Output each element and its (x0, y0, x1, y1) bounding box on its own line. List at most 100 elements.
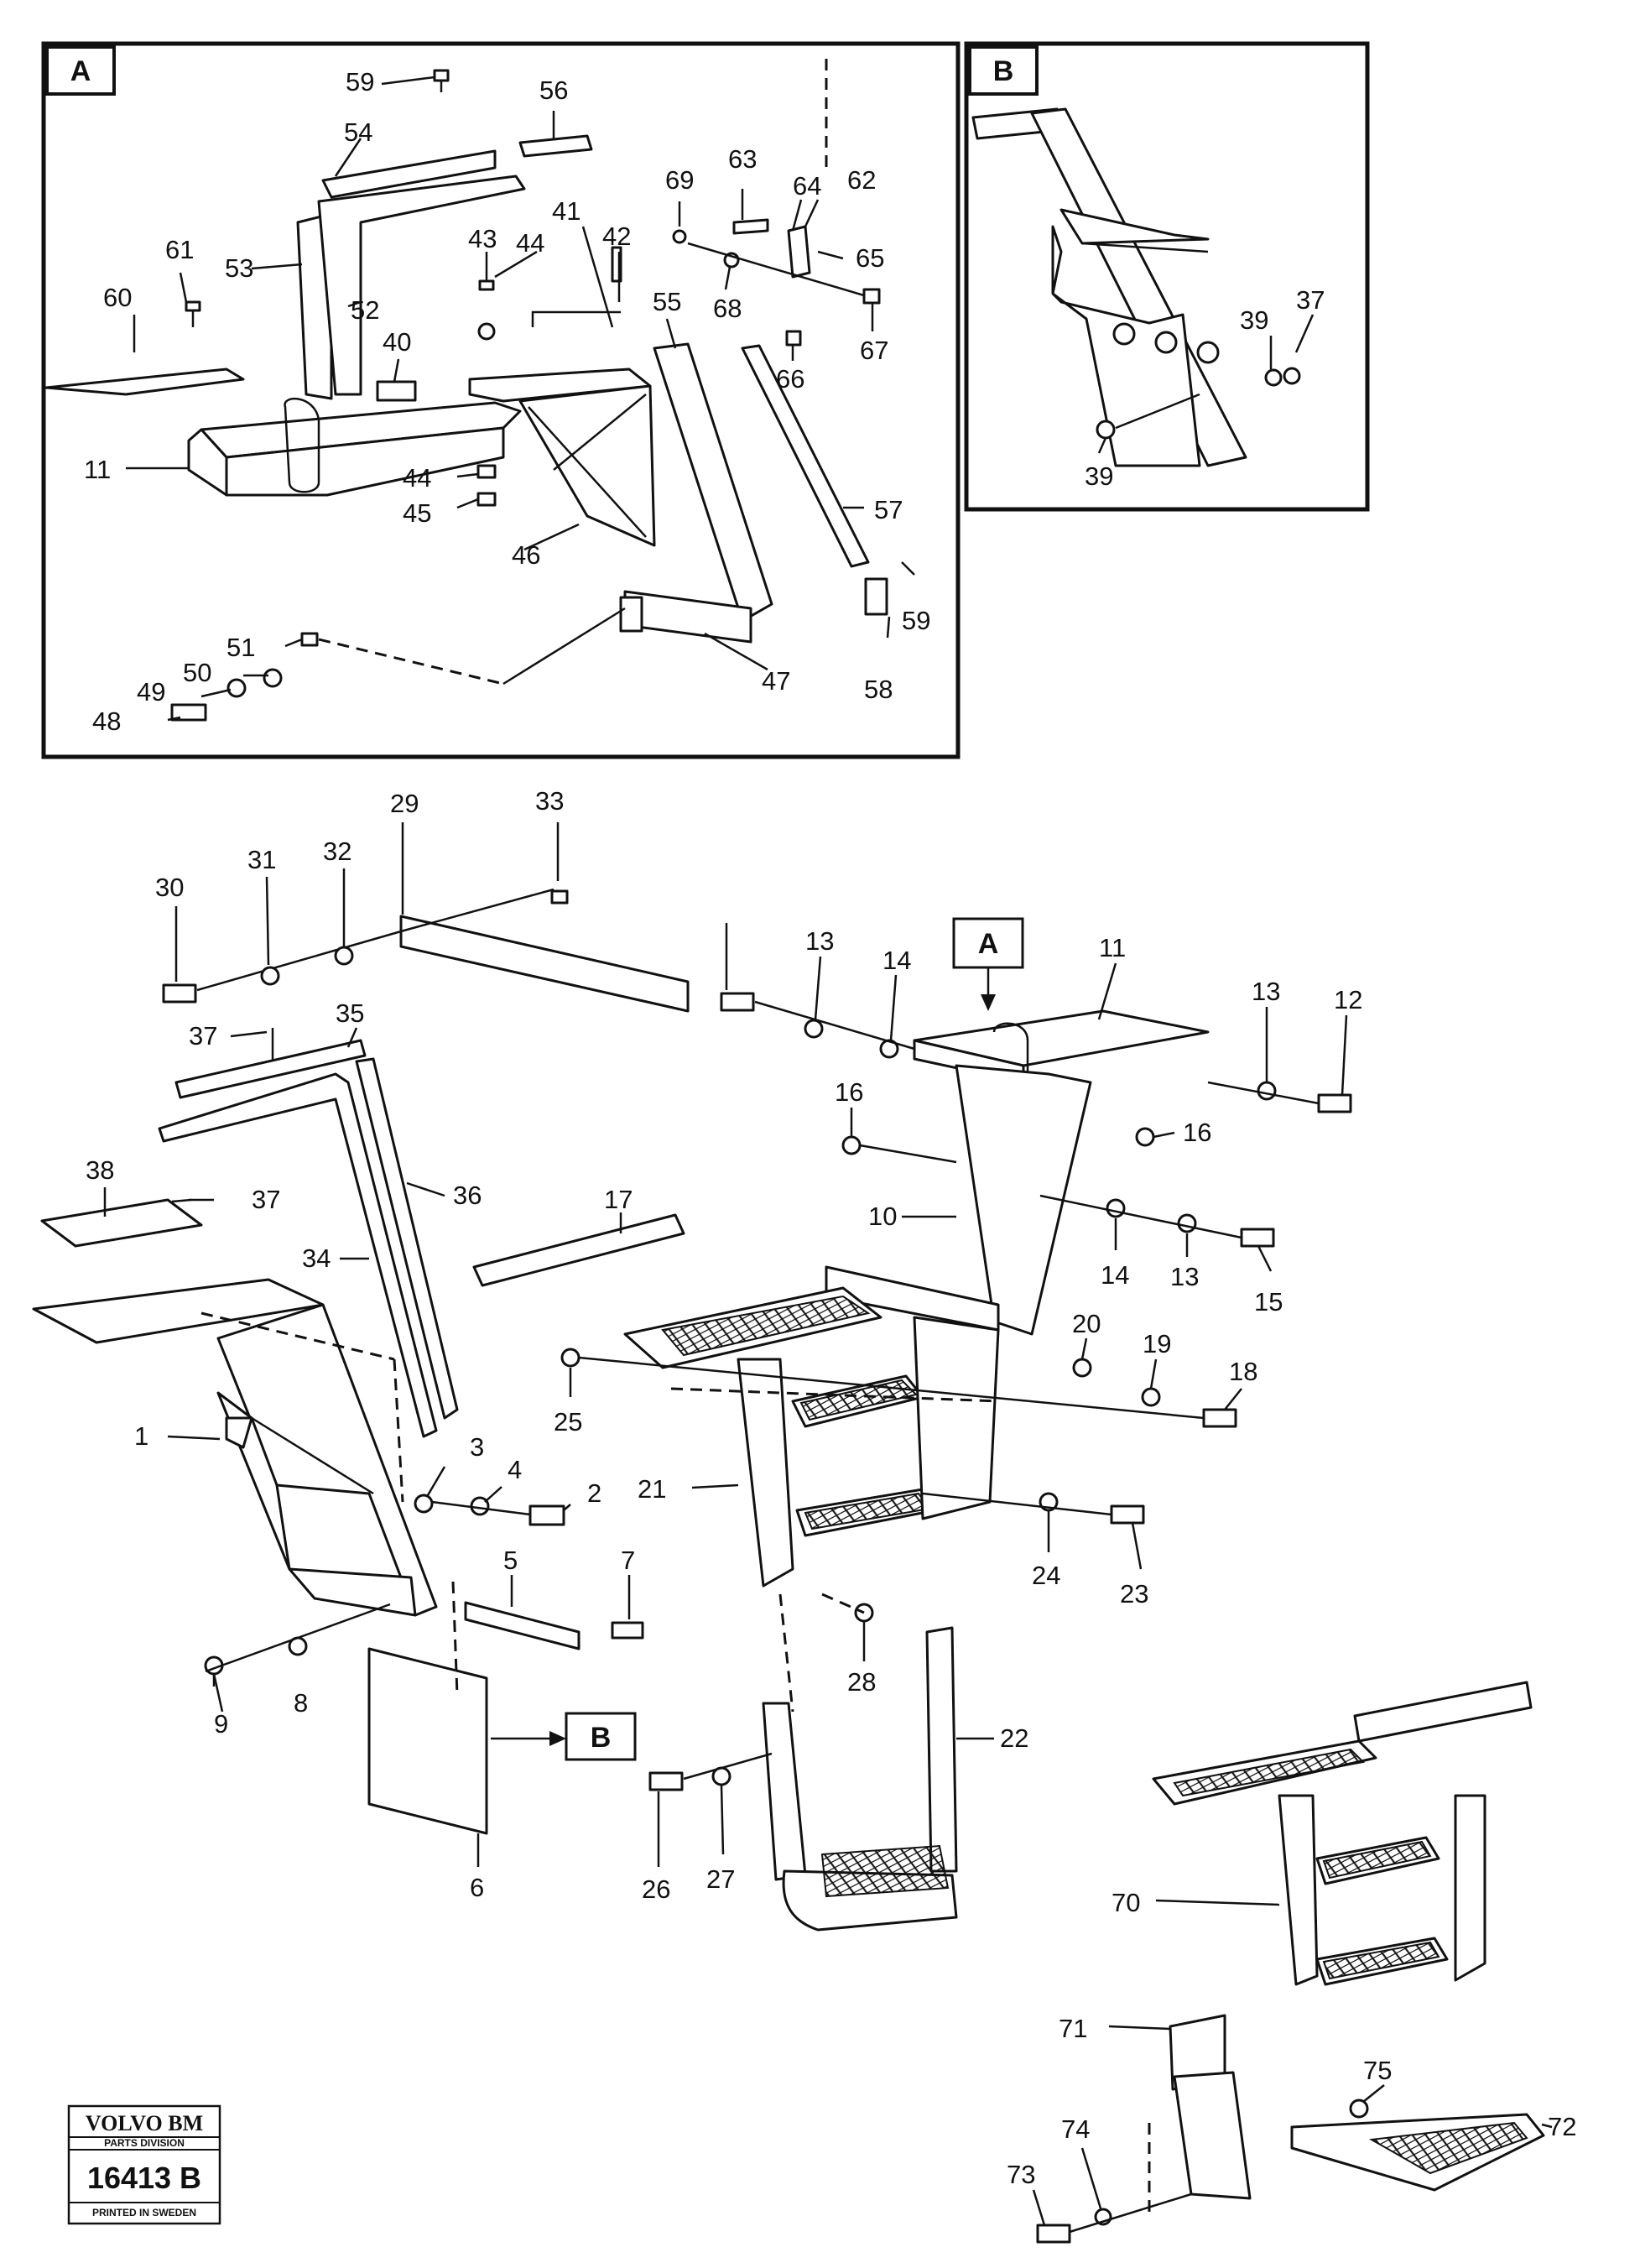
part-58-plate (864, 577, 888, 616)
label-42: 42 (602, 222, 631, 251)
label-40: 40 (383, 327, 411, 357)
label-74: 74 (1061, 2114, 1090, 2144)
main-fasteners (560, 992, 1352, 1525)
label-13: 13 (1170, 1262, 1199, 1291)
part-47-bracket (619, 596, 643, 633)
label-52: 52 (351, 295, 379, 325)
part-70-step-assembly (1152, 1681, 1533, 1986)
label-33: 33 (535, 786, 564, 816)
label-12: 12 (1334, 985, 1362, 1014)
label-50: 50 (183, 658, 211, 687)
inset-a-label: A (70, 55, 91, 87)
label-39: 39 (1085, 461, 1113, 491)
label-24: 24 (1032, 1561, 1060, 1590)
part-57-strip (741, 344, 870, 568)
label-4: 4 (508, 1455, 522, 1484)
label-61: 61 (165, 235, 194, 264)
part-34-bracket (158, 1072, 438, 1438)
label-1: 1 (134, 1421, 148, 1451)
inset-b: B (964, 41, 1370, 512)
main-assembly: B (32, 888, 1545, 2244)
label-11: 11 (1099, 933, 1126, 962)
label-49: 49 (137, 677, 165, 706)
part-72-step (1290, 2113, 1545, 2192)
label-66: 66 (776, 364, 804, 394)
label-59: 59 (902, 606, 930, 635)
part-1-step-frame (32, 1278, 438, 1617)
part-55-stiffener (653, 342, 773, 623)
label-69: 69 (665, 165, 694, 195)
label-67: 67 (860, 336, 888, 365)
label-14: 14 (1101, 1260, 1129, 1290)
part-35-strip (174, 1039, 367, 1099)
label-15: 15 (1254, 1287, 1283, 1316)
callout-a-label: A (978, 928, 999, 960)
label-27: 27 (706, 1864, 735, 1894)
label-62: 62 (847, 165, 876, 195)
label-9: 9 (214, 1709, 228, 1739)
label-51: 51 (226, 633, 255, 662)
label-3: 3 (470, 1432, 484, 1462)
logo-printed: PRINTED IN SWEDEN (92, 2207, 196, 2218)
part-47-foot (623, 590, 752, 644)
part-36-strip (355, 1057, 459, 1420)
label-70: 70 (1112, 1888, 1140, 1917)
label-36: 36 (453, 1181, 482, 1210)
label-11: 11 (84, 455, 111, 484)
label-16: 16 (1183, 1118, 1211, 1147)
label-13: 13 (805, 926, 834, 956)
label-39: 39 (1240, 305, 1268, 335)
label-37: 37 (252, 1185, 280, 1214)
label-18: 18 (1229, 1357, 1257, 1386)
callout-b: B (491, 1712, 637, 1761)
logo-brand: VOLVO BM (86, 2111, 203, 2135)
label-34: 34 (302, 1243, 331, 1273)
part-52-pillar (317, 175, 526, 396)
label-35: 35 (336, 998, 364, 1028)
label-13: 13 (1252, 977, 1280, 1006)
label-44: 44 (403, 463, 431, 493)
label-75: 75 (1363, 2056, 1392, 2085)
label-48: 48 (92, 706, 121, 736)
part-46-frame (468, 368, 656, 547)
label-8: 8 (294, 1688, 308, 1718)
label-44: 44 (516, 228, 544, 258)
part-21-step-assembly (623, 1265, 1000, 1588)
part-22-step (762, 1593, 958, 1932)
label-31: 31 (247, 845, 276, 874)
label-16: 16 (835, 1077, 863, 1107)
label-28: 28 (847, 1667, 876, 1697)
logo-division: PARTS DIVISION (104, 2137, 185, 2149)
part-38-plate (40, 1198, 203, 1248)
part-54-strip (321, 149, 497, 199)
label-2: 2 (587, 1478, 601, 1508)
label-19: 19 (1143, 1329, 1171, 1358)
label-65: 65 (856, 243, 884, 273)
label-32: 32 (323, 837, 351, 866)
label-21: 21 (638, 1474, 666, 1504)
label-57: 57 (874, 495, 903, 524)
label-37: 37 (1296, 285, 1325, 315)
label-54: 54 (344, 117, 372, 147)
label-55: 55 (653, 287, 681, 316)
label-26: 26 (642, 1874, 670, 1904)
label-53: 53 (225, 253, 253, 283)
part-10-panel (955, 1064, 1092, 1336)
label-37: 37 (189, 1021, 217, 1051)
part-40-bracket (376, 380, 417, 402)
part-11-platform (187, 397, 522, 497)
part-29-bar (399, 915, 690, 1013)
label-68: 68 (713, 294, 742, 323)
label-72: 72 (1548, 2112, 1576, 2141)
label-7: 7 (621, 1546, 635, 1575)
label-38: 38 (86, 1155, 114, 1185)
callout-a: A (952, 917, 1024, 1011)
label-5: 5 (503, 1546, 518, 1575)
part-71-bracket (1148, 2014, 1252, 2215)
catalog-code: 16413 B (87, 2161, 201, 2195)
inset-a-fasteners (170, 246, 915, 722)
inset-b-label: B (993, 55, 1014, 87)
part-number-labels: 59 56 54 53 61 52 60 40 11 43 44 41 42 4… (84, 67, 1576, 2189)
label-58: 58 (864, 675, 893, 704)
